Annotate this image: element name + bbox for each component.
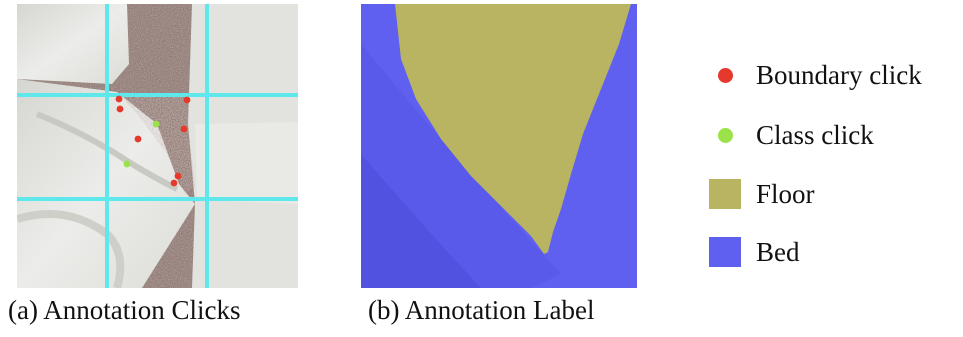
annotation-label-image [361, 4, 637, 288]
legend-item-floor: Floor [708, 177, 815, 211]
legend-item-class-click: Class click [708, 118, 874, 152]
legend-item-bed: Bed [708, 235, 800, 269]
caption-annotation-clicks: (a) Annotation Clicks [8, 295, 241, 325]
grid-lines [17, 4, 298, 288]
red-dot-icon [717, 67, 733, 83]
floor-label-region [395, 4, 631, 254]
class-clicks [123, 120, 160, 168]
legend-item-boundary-click: Boundary click [708, 58, 922, 92]
class-click-marker [708, 127, 742, 143]
legend-label: Class click [756, 119, 874, 150]
floor-swatch [708, 179, 742, 209]
bed-region-upper [17, 4, 129, 84]
class-click-point [123, 160, 131, 168]
boundary-click-point [170, 179, 178, 187]
class-click-point [152, 120, 160, 128]
floor-color-swatch-icon [709, 179, 741, 209]
boundary-click-point [116, 105, 124, 113]
legend-label: Bed [756, 236, 800, 267]
legend-label: Floor [756, 178, 815, 209]
boundary-click-point [180, 125, 188, 133]
annotation-clicks-svg [17, 4, 298, 288]
bed-swatch [708, 237, 742, 267]
annotation-label-svg [361, 4, 637, 288]
boundary-click-point [174, 172, 182, 180]
boundary-click-point [115, 95, 123, 103]
boundary-clicks [115, 95, 191, 187]
boundary-click-point [134, 135, 142, 143]
annotation-clicks-image [17, 4, 298, 288]
boundary-click-marker [708, 67, 742, 83]
legend-label: Boundary click [756, 59, 922, 90]
caption-annotation-label: (b) Annotation Label [368, 295, 595, 325]
green-dot-icon [717, 127, 733, 143]
boundary-click-point [183, 96, 191, 104]
bed-color-swatch-icon [709, 237, 741, 267]
